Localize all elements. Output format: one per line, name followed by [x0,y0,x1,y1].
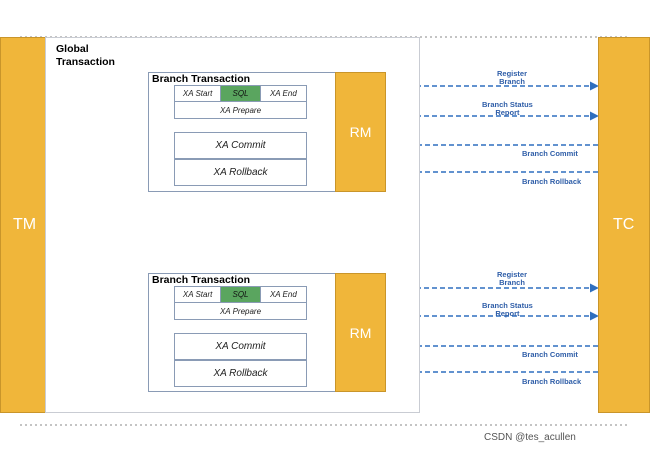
sql-2: SQL [220,287,261,302]
msg-rollback-2: Branch Rollback [522,377,582,386]
branch-transaction-title-1: Branch Transaction [152,73,251,85]
rm-box-1: RM [335,72,386,192]
rm-box-2: RM [335,273,386,392]
msg-report-1: Branch Status Report [482,100,533,117]
msg-register-1: Register Branch [497,69,528,86]
branch-transaction-title-2: Branch Transaction [152,274,251,286]
xa-rollback-1: XA Rollback [174,159,307,186]
xa-start-2: XA Start [182,290,213,299]
xa-end-2: XA End [269,290,297,299]
msg-commit-2: Branch Commit [522,350,578,359]
xa-commit-1: XA Commit [174,132,307,159]
xa-start-1: XA Start [182,89,213,98]
xa-row-1: XA Start SQL XA End [174,85,307,102]
tm-bar: TM [0,37,50,413]
msg-commit-1: Branch Commit [522,149,578,158]
tc-bar: TC [598,37,650,413]
xa-row-2: XA Start SQL XA End [174,286,307,303]
msg-register-2: Register Branch [497,270,528,287]
global-transaction-title: Global Transaction [56,43,115,68]
tm-label: TM [13,216,37,233]
xa-prepare-2: XA Prepare [174,303,307,320]
sql-1: SQL [220,86,261,101]
msg-rollback-1: Branch Rollback [522,177,582,186]
xa-rollback-2: XA Rollback [174,360,307,387]
msg-report-2: Branch Status Report [482,301,533,318]
xa-prepare-1: XA Prepare [174,102,307,119]
watermark: CSDN @tes_acullen [484,432,576,443]
tc-label: TC [613,216,635,233]
xa-commit-2: XA Commit [174,333,307,360]
xa-end-1: XA End [269,89,297,98]
